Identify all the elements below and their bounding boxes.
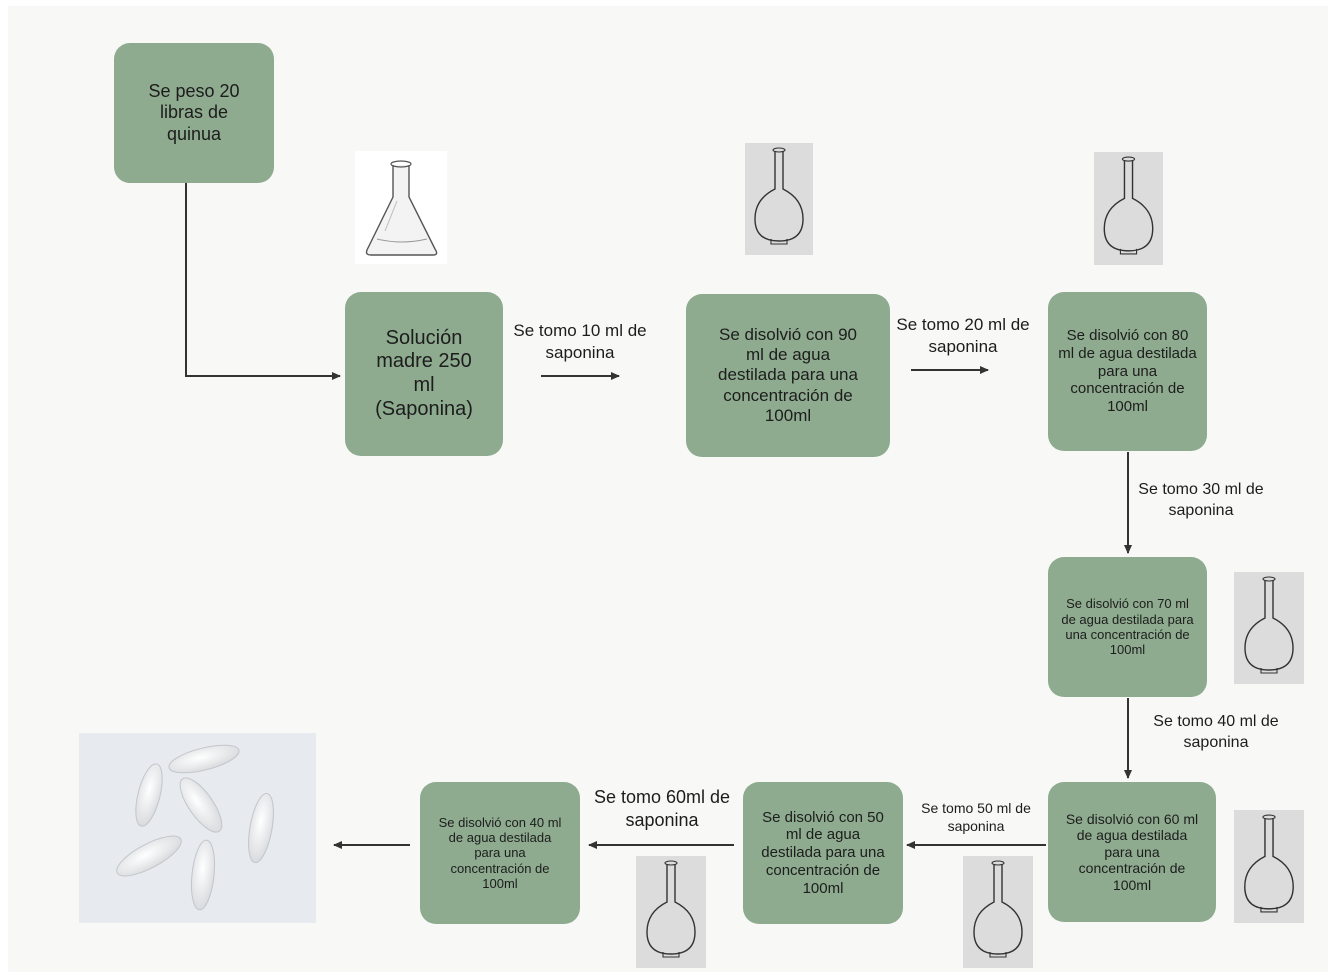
volumetric-flask-icon xyxy=(1234,810,1304,923)
node-start: Se peso 20 libras de quinua xyxy=(114,43,274,183)
volumetric-flask-icon xyxy=(963,856,1033,968)
node-step-60: Se disolvió con 60 ml de agua destilada … xyxy=(1048,782,1216,922)
label-take-30: Se tomo 30 ml de saponina xyxy=(1138,481,1264,519)
label-take-40: Se tomo 40 ml de saponina xyxy=(1153,713,1279,751)
volumetric-flask-icon xyxy=(636,856,706,968)
arrow-start-to-mother xyxy=(185,176,341,380)
node-step-80: Se disolvió con 80 ml de agua destilada … xyxy=(1048,292,1207,451)
label-take-60: Se tomo 60ml de saponina xyxy=(593,787,731,831)
label-take-50: Se tomo 50 ml de saponina xyxy=(921,800,1031,834)
node-step-40: Se disolvió con 40 ml de agua destilada … xyxy=(420,782,580,924)
erlenmeyer-flask-icon xyxy=(355,151,447,264)
volumetric-flask-icon xyxy=(1234,572,1304,684)
label-take-20: Se tomo 20 ml de saponina xyxy=(896,315,1030,357)
volumetric-flask-icon xyxy=(1094,152,1163,265)
node-step-50: Se disolvió con 50 ml de agua destilada … xyxy=(743,782,903,924)
label-take-10: Se tomo 10 ml de saponina xyxy=(513,321,647,363)
node-step-70: Se disolvió con 70 ml de agua destilada … xyxy=(1048,557,1207,697)
node-step-90: Se disolvió con 90 ml de agua destilada … xyxy=(686,294,890,457)
larvae-photo xyxy=(79,733,316,923)
node-mother-solution: Solución madre 250 ml (Saponina) xyxy=(345,292,503,456)
volumetric-flask-icon xyxy=(745,143,813,255)
